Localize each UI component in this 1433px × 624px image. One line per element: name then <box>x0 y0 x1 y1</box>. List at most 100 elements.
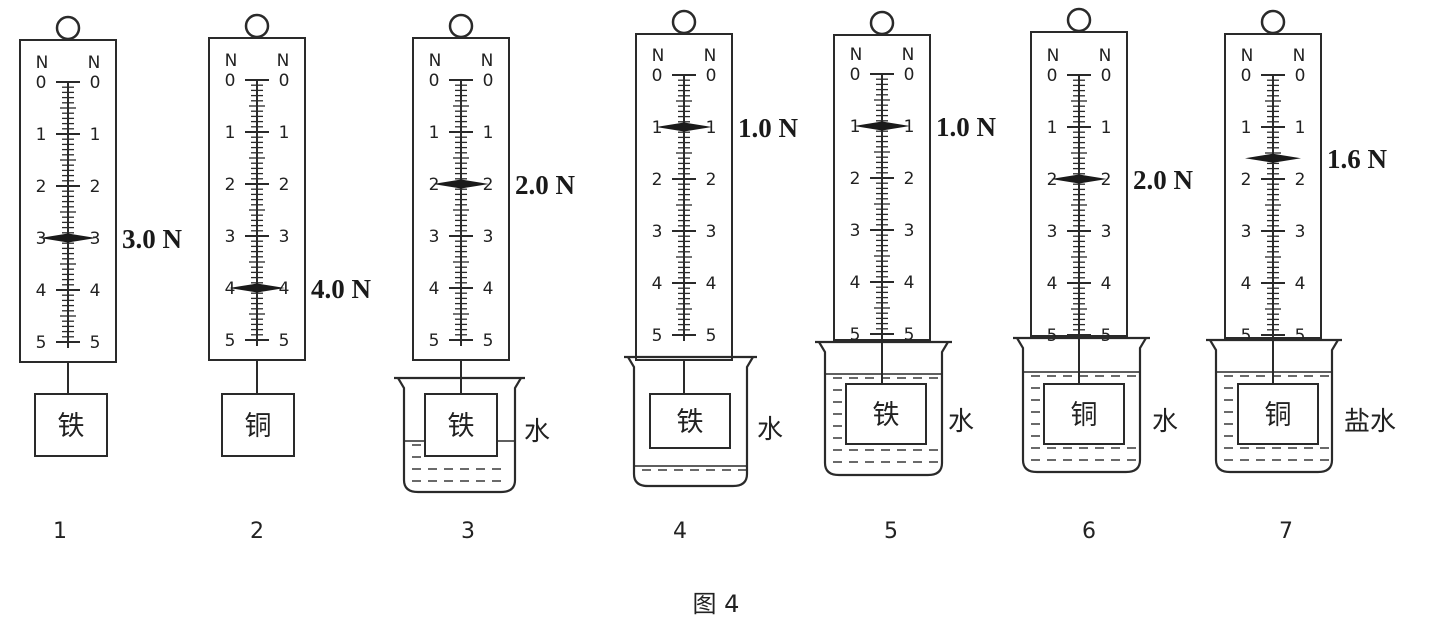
tick-label-left: 0 <box>850 65 861 85</box>
tick-label-right: 2 <box>279 175 290 195</box>
tick-label-left: 3 <box>429 227 440 247</box>
tick-label-left: 0 <box>429 71 440 91</box>
figure-caption: 图 4 <box>693 590 740 618</box>
tick-label-right: 1 <box>706 118 717 138</box>
tick-label-left: 5 <box>1047 326 1058 346</box>
tick-label-right: 1 <box>904 117 915 137</box>
metal-block <box>221 393 295 457</box>
setup-number: 1 <box>53 519 67 544</box>
scale-pointer <box>854 121 910 131</box>
metal-block-label: 铜 <box>245 411 272 442</box>
tick-label-left: 0 <box>1047 66 1058 86</box>
tick-label-right: 5 <box>706 326 717 346</box>
tick-label-right: 5 <box>90 333 101 353</box>
tick-label-right: 2 <box>483 175 494 195</box>
scale-pointer <box>656 122 712 132</box>
tick-label-left: 2 <box>652 170 663 190</box>
metal-block <box>649 393 731 449</box>
setup-number: 3 <box>461 519 475 544</box>
tick-label-left: 2 <box>36 177 47 197</box>
reading-label: 1.0 N <box>738 113 799 143</box>
tick-label-right: 4 <box>483 279 494 299</box>
tick-label-right: 0 <box>1295 66 1306 86</box>
unit-label: N <box>902 45 915 65</box>
tick-label-right: 4 <box>1101 274 1112 294</box>
tick-label-right: 5 <box>904 325 915 345</box>
scale-pointer <box>1051 174 1107 184</box>
tick-label-right: 5 <box>1295 326 1306 346</box>
tick-label-right: 4 <box>904 273 915 293</box>
tick-label-right: 0 <box>483 71 494 91</box>
hanging-ring <box>869 10 895 36</box>
tick-label-right: 3 <box>90 229 101 249</box>
setup-number: 7 <box>1279 519 1293 544</box>
tick-label-right: 2 <box>904 169 915 189</box>
tick-label-left: 3 <box>36 229 47 249</box>
scale-pointer <box>229 283 285 293</box>
scale-pointer <box>1245 153 1301 163</box>
metal-block-label: 铁 <box>873 400 900 431</box>
liquid-label: 水 <box>948 407 974 437</box>
hanging-ring <box>55 15 81 41</box>
setup-number: 6 <box>1082 519 1096 544</box>
metal-block-label: 铁 <box>677 407 704 438</box>
beaker <box>1206 338 1342 474</box>
tick-label-left: 4 <box>1047 274 1058 294</box>
tick-label-right: 4 <box>279 279 290 299</box>
metal-block-label: 铁 <box>58 411 85 442</box>
tick-label-right: 3 <box>706 222 717 242</box>
tick-label-right: 4 <box>706 274 717 294</box>
unit-label: N <box>88 53 101 73</box>
unit-label: N <box>1293 46 1306 66</box>
reading-label: 1.0 N <box>936 112 997 142</box>
tick-label-right: 5 <box>483 331 494 351</box>
hanging-ring <box>244 13 270 39</box>
reading-label: 2.0 N <box>1133 165 1194 195</box>
liquid-label: 水 <box>757 415 783 445</box>
tick-label-right: 1 <box>279 123 290 143</box>
tick-label-left: 1 <box>1047 118 1058 138</box>
hanging-ring <box>1066 7 1092 33</box>
tick-label-right: 0 <box>904 65 915 85</box>
tick-label-left: 4 <box>1241 274 1252 294</box>
tick-label-right: 4 <box>1295 274 1306 294</box>
unit-label: N <box>277 51 290 71</box>
setup-number: 5 <box>884 519 898 544</box>
tick-label-left: 4 <box>36 281 47 301</box>
tick-label-right: 3 <box>279 227 290 247</box>
liquid-label: 水 <box>1152 407 1178 437</box>
unit-label: N <box>1241 46 1254 66</box>
beaker <box>1013 336 1150 474</box>
metal-block <box>424 393 498 457</box>
tick-label-right: 5 <box>279 331 290 351</box>
tick-label-left: 3 <box>1047 222 1058 242</box>
setup-number: 2 <box>250 519 264 544</box>
metal-block-label: 铜 <box>1265 400 1292 431</box>
tick-label-left: 4 <box>225 279 236 299</box>
metal-block <box>845 383 927 445</box>
tick-label-left: 3 <box>850 221 861 241</box>
metal-block <box>1043 383 1125 445</box>
tick-label-left: 1 <box>1241 118 1252 138</box>
tick-label-right: 2 <box>1295 170 1306 190</box>
beaker <box>624 355 757 488</box>
tick-label-left: 5 <box>850 325 861 345</box>
tick-label-right: 3 <box>904 221 915 241</box>
unit-label: N <box>225 51 238 71</box>
unit-label: N <box>850 45 863 65</box>
tick-label-right: 2 <box>90 177 101 197</box>
metal-block-label: 铜 <box>1071 400 1098 431</box>
tick-label-right: 0 <box>706 66 717 86</box>
liquid-label: 水 <box>524 417 550 447</box>
metal-block <box>34 393 108 457</box>
tick-label-left: 5 <box>225 331 236 351</box>
hanging-ring <box>1260 9 1286 35</box>
unit-label: N <box>1047 46 1060 66</box>
